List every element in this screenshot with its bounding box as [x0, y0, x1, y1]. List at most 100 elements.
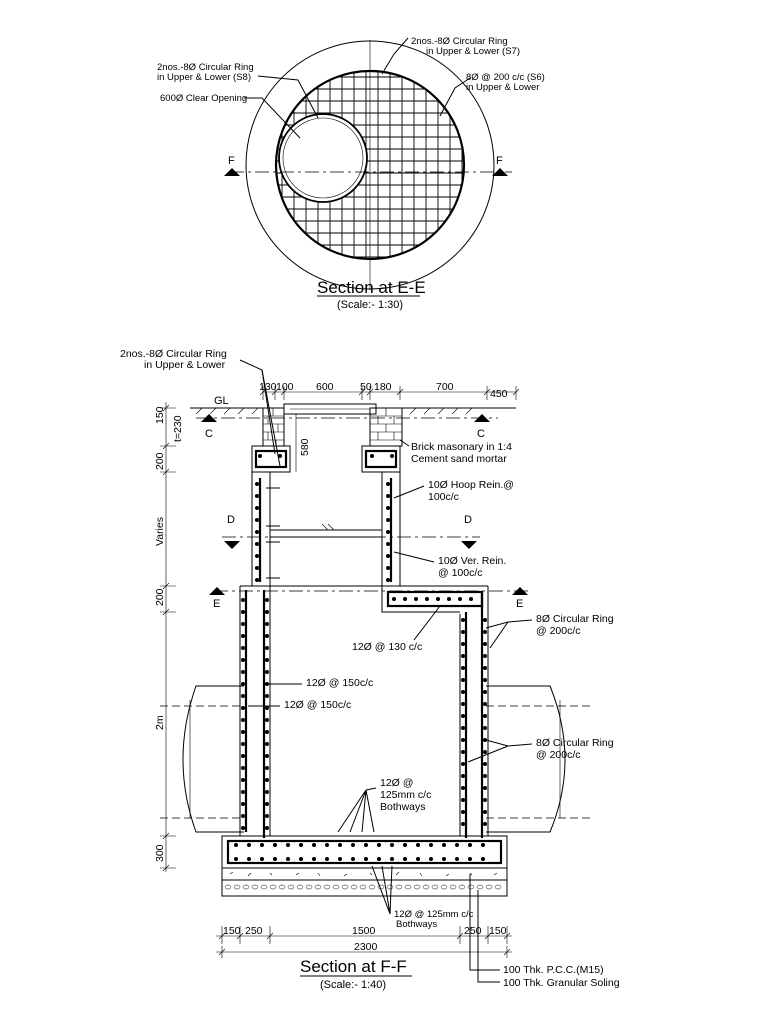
soling-stone: [350, 884, 358, 890]
pcc-layer: [221, 867, 508, 881]
cut-marker-d-left: [224, 541, 240, 549]
pipe-right: [486, 685, 590, 833]
rebar-dot: [273, 843, 277, 847]
section-ff-scale: (Scale:- 1:40): [320, 979, 386, 991]
rebar-dot: [265, 742, 269, 746]
rebar-dot: [265, 694, 269, 698]
rebar-dot: [258, 454, 262, 458]
rebar-dot: [265, 610, 269, 614]
ring-200-a-leader: [485, 619, 533, 649]
rebar-dot: [483, 786, 487, 790]
label-s7-line2: in Upper & Lower (S7): [426, 46, 520, 57]
rebar-dot: [260, 843, 264, 847]
clear-opening-circle: [278, 113, 368, 203]
rebar-dot: [392, 597, 396, 601]
soling-stone: [422, 884, 430, 890]
hoop-note-line1: 10Ø Hoop Rein.@: [428, 479, 514, 491]
rebar-dot: [265, 670, 269, 674]
hoop-hooks: [266, 487, 280, 579]
ring-200-a-line2: @ 200c/c: [536, 625, 581, 637]
cut-label-f-right: F: [496, 155, 503, 167]
top-dim-6: 450: [490, 388, 508, 400]
rebar-dot: [299, 843, 303, 847]
rebar-dot: [260, 857, 264, 861]
rebar-dot: [483, 798, 487, 802]
top-dim-2: 600: [316, 381, 334, 393]
rebar-dot: [241, 694, 245, 698]
rebar-dot: [265, 814, 269, 818]
bar-130-leader: [413, 605, 441, 641]
rebar-dot: [312, 857, 316, 861]
soling-note: 100 Thk. Granular Soling: [503, 977, 620, 989]
cut-label-e-right: E: [516, 598, 523, 610]
left-dim-150: 150: [154, 406, 166, 424]
bar-130-label: 12Ø @ 130 c/c: [352, 641, 422, 653]
soling-stone: [476, 884, 484, 890]
soling-stone: [260, 884, 268, 890]
pipe-left: [160, 685, 244, 833]
rebar-dot: [265, 718, 269, 722]
ver-leader: [393, 551, 435, 563]
rebar-dot: [442, 843, 446, 847]
rebar-dot: [351, 843, 355, 847]
opening-ring-circle: [282, 117, 364, 199]
rebar-dot: [325, 857, 329, 861]
rebar-dot: [241, 682, 245, 686]
rebar-dot: [403, 597, 407, 601]
leader-s6: [439, 77, 471, 117]
rebar-dot: [483, 654, 487, 658]
brick-note-line1: Brick masonary in 1:4: [411, 441, 512, 453]
rebar-dot: [241, 754, 245, 758]
rebar-dot: [458, 597, 462, 601]
rebar-dot: [265, 802, 269, 806]
cut-marker-e-right: [512, 587, 528, 595]
cut-label-d-right: D: [464, 514, 472, 526]
pcc-note: 100 Thk. P.C.C.(M15): [503, 964, 604, 976]
rebar-dot: [255, 506, 259, 510]
soling-stone: [332, 884, 340, 890]
ring-200-a-line1: 8Ø Circular Ring: [536, 613, 614, 625]
rebar-dot: [255, 494, 259, 498]
rebar-dot: [483, 690, 487, 694]
ring-note-line2: in Upper & Lower: [144, 359, 226, 371]
rebar-dot: [255, 530, 259, 534]
rebar-dot: [483, 618, 487, 622]
rebar-dot: [429, 843, 433, 847]
top-dim-3: 50: [360, 381, 372, 393]
left-dim-varies: Varies: [154, 517, 166, 546]
bottom-dimension-chain: [216, 926, 512, 958]
cut-marker-f-right: [492, 168, 508, 176]
rebar-dot: [416, 857, 420, 861]
rebar-dot: [299, 857, 303, 861]
ring-note-line1: 2nos.-8Ø Circular Ring: [120, 348, 227, 360]
cut-label-d-left: D: [227, 514, 235, 526]
ring-200-b-line2: @ 200c/c: [536, 749, 581, 761]
soling-stone: [224, 884, 232, 890]
rebar-dot: [377, 843, 381, 847]
rebar-dot: [461, 702, 465, 706]
section-ee-scale: (Scale:- 1:30): [337, 299, 403, 311]
main-chamber: [239, 585, 489, 838]
rebar-dot: [255, 542, 259, 546]
ring-beam-right: [361, 445, 401, 473]
soling-stone: [233, 884, 241, 890]
left-dim-t230: t=230: [172, 415, 184, 442]
rebar-dot: [312, 843, 316, 847]
soling-stone: [296, 884, 304, 890]
rebar-dot: [386, 554, 390, 558]
rebar-dot: [403, 857, 407, 861]
rebar-dot: [241, 766, 245, 770]
rebar-dot: [461, 750, 465, 754]
cut-marker-f-left: [224, 168, 240, 176]
label-s7-line1: 2nos.-8Ø Circular Ring: [411, 36, 508, 47]
rebar-dot: [255, 566, 259, 570]
rebar-dot: [390, 857, 394, 861]
bar-125b-line2: Bothways: [396, 919, 437, 930]
rebar-dot: [241, 790, 245, 794]
rebar-dot: [414, 597, 418, 601]
rebar-dot: [469, 597, 473, 601]
rebar-dot: [241, 742, 245, 746]
rebar-dot: [461, 786, 465, 790]
cut-label-f-left: F: [228, 155, 235, 167]
